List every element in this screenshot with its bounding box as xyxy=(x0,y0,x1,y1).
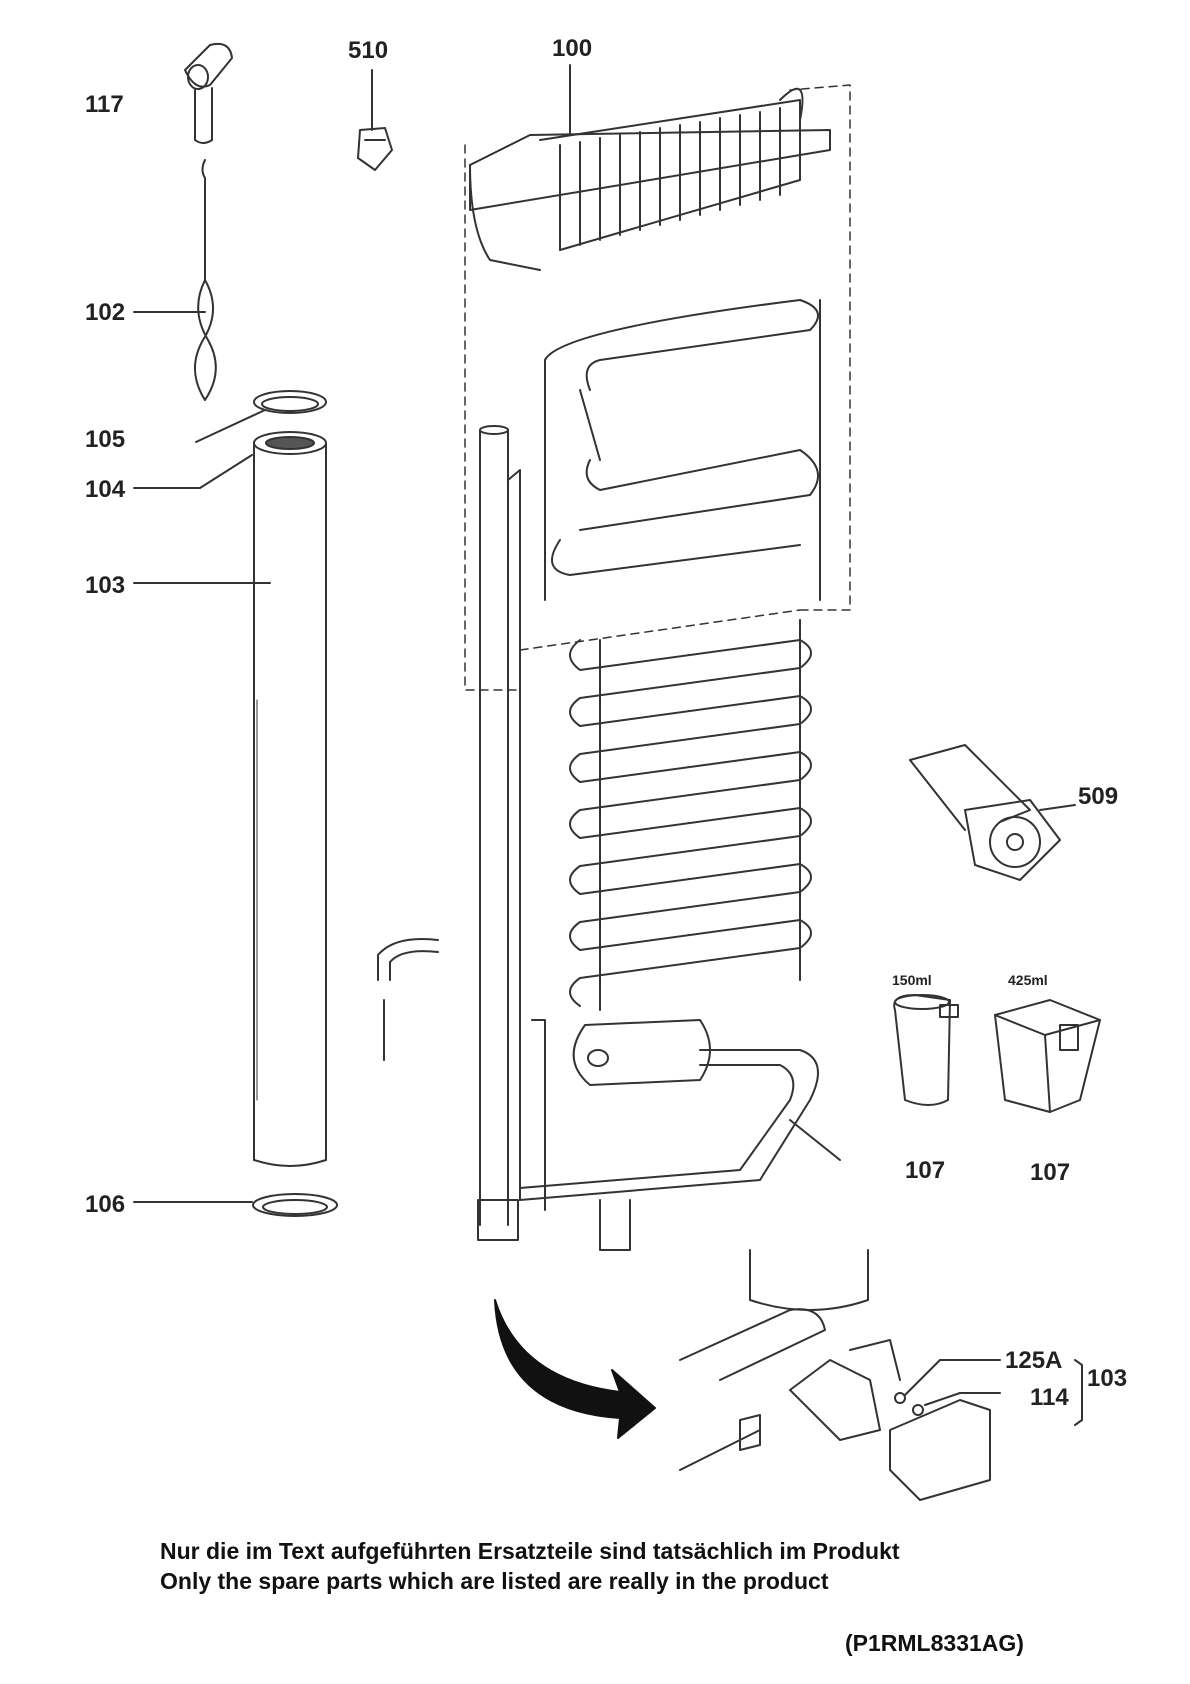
boiler-tube xyxy=(477,425,546,1241)
capacity-label-small: 150ml xyxy=(892,972,932,988)
part-label-100: 100 xyxy=(552,35,592,62)
direction-arrow xyxy=(494,1299,656,1439)
part-label-107-small: 107 xyxy=(905,1157,945,1184)
pipe-cap-117 xyxy=(184,42,233,144)
part-label-105: 105 xyxy=(85,426,125,453)
fan-509 xyxy=(909,744,1076,881)
flue-tube-103 xyxy=(133,431,327,1167)
part-label-103: 103 xyxy=(85,572,125,599)
part-label-106: 106 xyxy=(85,1191,125,1218)
note-english: Only the spare parts which are listed ar… xyxy=(160,1568,829,1594)
part-label-125a: 125A xyxy=(1005,1347,1062,1374)
capacity-label-large: 425ml xyxy=(1008,972,1048,988)
evaporator-serpentine xyxy=(544,299,821,601)
part-label-509: 509 xyxy=(1078,783,1118,810)
clip-510 xyxy=(357,69,393,171)
model-code: (P1RML8331AG) xyxy=(845,1630,1024,1656)
container-large-107 xyxy=(994,999,1101,1113)
reservoir-tank xyxy=(519,1019,841,1251)
cabinet-outline xyxy=(464,84,851,691)
part-label-117: 117 xyxy=(85,91,124,118)
part-label-510: 510 xyxy=(348,37,388,64)
part-label-103-burner: 103 xyxy=(1087,1365,1127,1392)
ring-106 xyxy=(133,1193,338,1217)
container-small-107 xyxy=(893,994,959,1106)
bent-tube xyxy=(377,938,439,1061)
absorber-coil xyxy=(569,619,812,1011)
condenser-100 xyxy=(469,64,831,271)
ring-105 xyxy=(195,390,327,443)
wire-baffle-102 xyxy=(133,159,217,401)
part-label-102: 102 xyxy=(85,299,125,326)
part-label-104: 104 xyxy=(85,476,126,503)
part-label-114: 114 xyxy=(1030,1384,1069,1411)
part-label-107-large: 107 xyxy=(1030,1159,1070,1186)
note-german: Nur die im Text aufgeführten Ersatzteile… xyxy=(160,1538,900,1564)
burner-inset xyxy=(679,1249,1083,1501)
